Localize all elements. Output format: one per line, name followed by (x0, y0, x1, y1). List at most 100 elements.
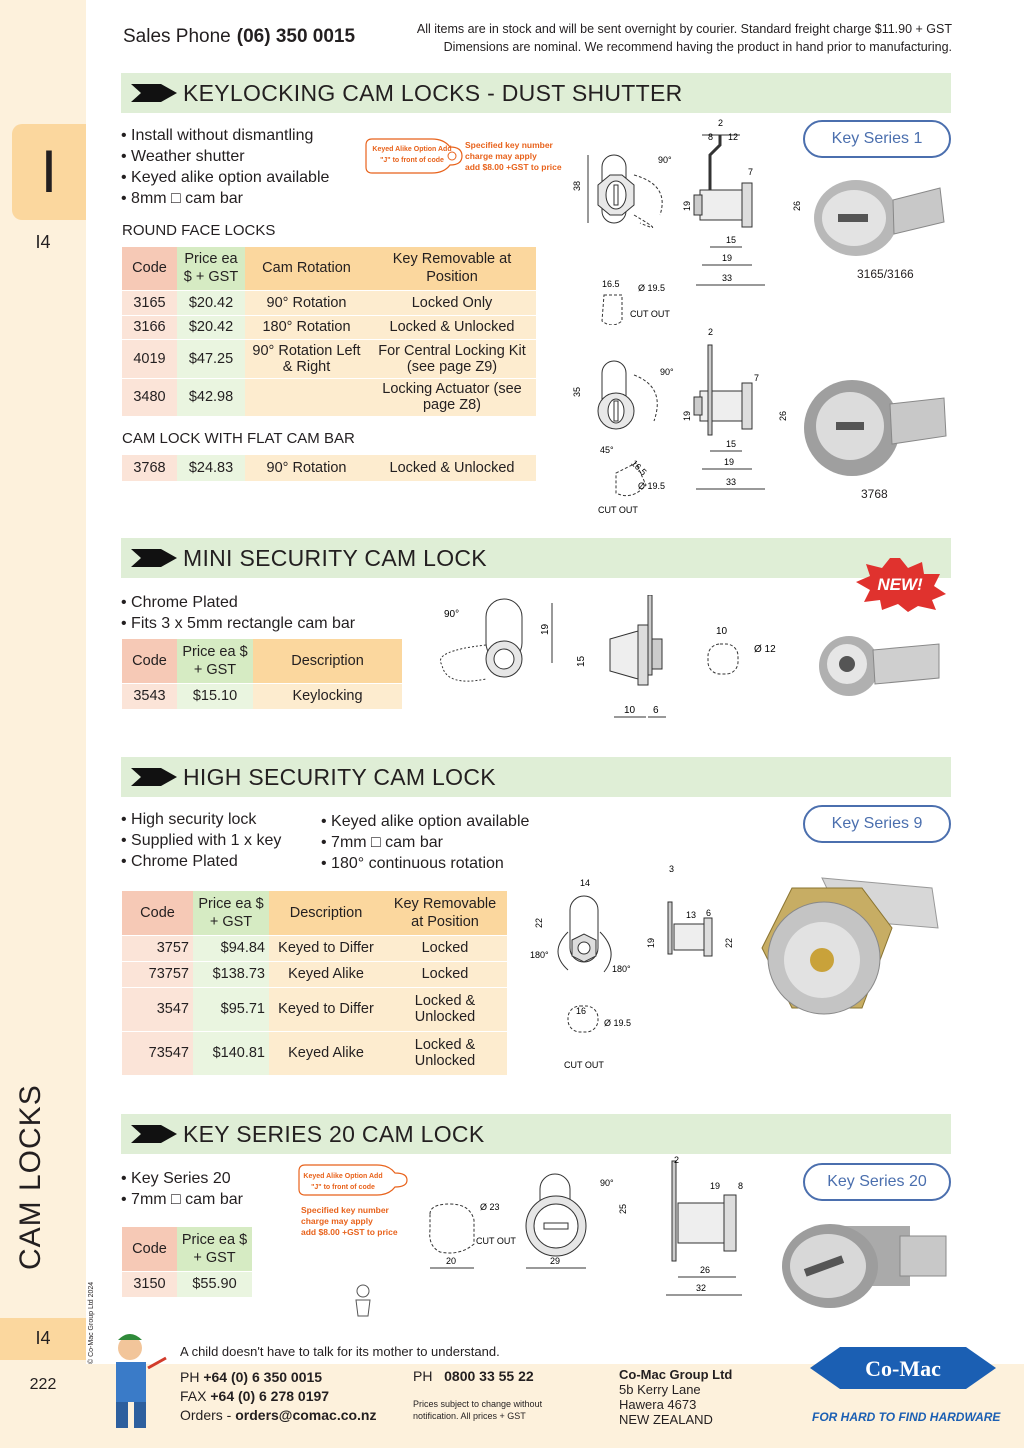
note-line: Specified key number (465, 140, 553, 150)
cell-price: $140.81 (193, 1031, 269, 1076)
dim-label: Ø 19.5 (604, 1018, 631, 1028)
dim-label: 90° (660, 367, 674, 377)
feature-list: • Chrome Plated• Fits 3 x 5mm rectangle … (121, 592, 355, 634)
header-note: All items are in stock and will be sent … (417, 20, 952, 56)
bottom-code: I4 (35, 1328, 51, 1348)
dim-label: 19 (710, 1181, 720, 1191)
cell-code: 73757 (122, 961, 193, 988)
cell-price: $24.83 (177, 455, 245, 482)
feature-list: • High security lock• Supplied with 1 x … (121, 809, 281, 872)
side-strip (0, 0, 86, 1448)
arrow-icon (131, 549, 177, 567)
sales-phone-label: Sales Phone (123, 26, 231, 47)
col-header: Code (122, 247, 177, 291)
technical-drawing: 35 90° 45° 2 7 19 26 15 19 33 16.5 Ø 19.… (572, 327, 788, 515)
dim-label: 6 (653, 705, 659, 716)
dim-label: 29 (550, 1256, 560, 1266)
mascot-icon (355, 1284, 371, 1317)
key-series-button[interactable]: Key Series 20 (803, 1163, 951, 1201)
cell-code: 3543 (122, 683, 177, 710)
page-number: 222 (29, 1376, 57, 1393)
col-header: Code (122, 1227, 177, 1272)
feature-item: • Supplied with 1 x key (121, 832, 282, 849)
dim-label: 2 (708, 327, 713, 337)
cell: Locked (383, 935, 507, 962)
dim-label: 6 (706, 908, 711, 918)
dim-label: Ø 23 (480, 1202, 500, 1212)
technical-drawing: Ø 23 CUT OUT 20 90° 25 29 (429, 1173, 628, 1269)
arrow-icon (131, 1125, 177, 1143)
dim-label: 12 (728, 132, 738, 142)
cell: Keyed Alike (269, 961, 383, 988)
freephone-number[interactable]: 0800 33 55 22 (444, 1368, 534, 1384)
orders-email-link[interactable]: orders@comac.co.nz (235, 1407, 377, 1423)
new-badge-label: NEW! (877, 575, 923, 594)
dim-label: 13 (686, 910, 696, 920)
dim-label: 38 (572, 181, 582, 191)
cell-code: 3768 (122, 455, 177, 482)
sales-phone-number[interactable]: (06) 350 0015 (236, 26, 356, 47)
feature-item: • Keyed alike option available (121, 169, 330, 186)
dim-label: 35 (572, 387, 582, 397)
logo-text: Co-Mac (865, 1356, 941, 1381)
dim-label: 32 (696, 1283, 706, 1293)
dim-label: 90° (600, 1178, 614, 1188)
dim-label: 19 (540, 623, 551, 635)
cell: 180° Rotation (245, 315, 368, 340)
dim-label: 20 (446, 1256, 456, 1266)
bottom-tab (0, 1318, 86, 1360)
phone-number[interactable]: +64 (0) 6 350 0015 (203, 1369, 323, 1385)
arrow-icon (131, 84, 177, 102)
dim-label: 2 (718, 118, 723, 128)
dim-label: 19 (682, 411, 692, 421)
cell-code: 3480 (122, 378, 177, 417)
section-tab: I (12, 124, 86, 220)
feature-item: • 180° continuous rotation (321, 855, 504, 872)
cutout-drawing: 10 Ø 12 (707, 626, 776, 675)
section-header: HIGH SECURITY CAM LOCK (121, 757, 951, 797)
dim-label: 7 (748, 167, 753, 177)
cell: Locked & Unlocked (368, 455, 536, 482)
section-title: KEYLOCKING CAM LOCKS - DUST SHUTTER (183, 79, 683, 106)
cell-price: $20.42 (177, 315, 245, 340)
dim-label: CUT OUT (476, 1236, 516, 1246)
keyed-alike-tag: Keyed Alike Option Add "J" to front of c… (372, 146, 452, 164)
col-header: Key Removable at Position (383, 891, 507, 936)
freephone: PH 0800 33 55 22 (413, 1368, 534, 1384)
key-series-button[interactable]: Key Series 1 (803, 120, 951, 158)
cell: Locked Only (368, 290, 536, 316)
cell-price: $20.42 (177, 290, 245, 316)
cell (245, 378, 368, 417)
col-header: Price ea $ + GST (177, 247, 245, 291)
feature-item: • 8mm □ cam bar (121, 190, 243, 207)
cell-price: $138.73 (193, 961, 269, 988)
dim-label: CUT OUT (630, 309, 670, 319)
cell: Locking Actuator (see page Z8) (368, 378, 536, 417)
sales-phone: Sales Phone(06) 350 0015 (123, 26, 355, 48)
dim-label: 90° (658, 155, 672, 165)
dim-label: 45° (600, 445, 614, 455)
dim-label: CUT OUT (598, 505, 638, 515)
price-note-line: notification. All prices + GST (413, 1411, 526, 1421)
technical-drawing: 14 22 180° 180° 16 Ø 19.5 CUT OUT 3 13 6… (530, 864, 734, 1070)
col-header: Description (253, 639, 402, 684)
key-series-button[interactable]: Key Series 9 (803, 805, 951, 843)
cam-lock-photo (804, 380, 947, 476)
cell-code: 3757 (122, 935, 193, 962)
comac-logo: Co-Mac (810, 1347, 996, 1389)
feature-list: • Install without dismantling• Weather s… (121, 125, 329, 209)
note-line: add $8.00 +GST to price (465, 162, 562, 172)
cell-price: $95.71 (193, 987, 269, 1032)
dim-label: 15 (576, 655, 587, 667)
dim-label: 180° (612, 964, 631, 974)
subheading: ROUND FACE LOCKS (122, 222, 276, 239)
vertical-title: CAM LOCKS (14, 1084, 47, 1270)
dim-label: 10 (624, 705, 636, 716)
dim-label: 15 (726, 439, 736, 449)
